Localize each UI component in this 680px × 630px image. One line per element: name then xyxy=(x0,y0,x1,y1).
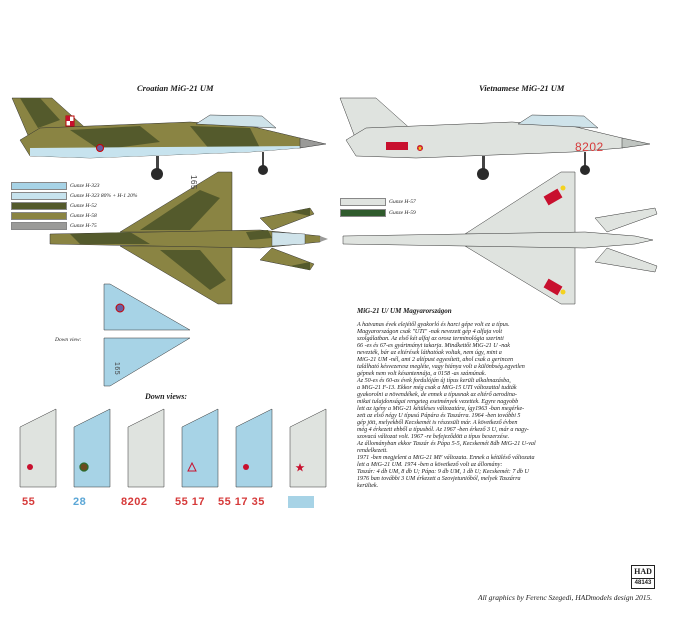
down-views-wings xyxy=(19,408,327,488)
swatch-label: Gunze H-323 80% + H-1 20% xyxy=(70,192,138,199)
article-line: gép jött, melyekből Kecskemét is részesü… xyxy=(357,420,518,426)
wing-view-1 xyxy=(19,408,57,488)
color-swatch xyxy=(11,191,67,200)
article-line: gyakorolni a növendékek, de ennek a típu… xyxy=(357,392,517,398)
vietnamese-title: Vietnamese MiG-21 UM xyxy=(479,83,565,93)
article-line: szolgálatban. Az első két alfaj az orosz… xyxy=(357,336,504,342)
swatch-row-croatian-3: Gunze H-52 xyxy=(11,201,97,210)
swatch-row-croatian-5: Gunze H-75 xyxy=(11,221,97,230)
down-view-number-4: 55 17 xyxy=(175,496,206,508)
swatch-label: Gunze H-58 xyxy=(70,212,97,219)
article-heading: MiG-21 U/ UM Magyarországon xyxy=(357,307,452,315)
down-view-label: Down view: xyxy=(55,337,82,343)
wing-view-2 xyxy=(73,408,111,488)
wing-view-6 xyxy=(289,408,327,488)
color-swatch xyxy=(340,197,386,206)
article-line: nevezték, bár az eltérések láthatóak vol… xyxy=(357,350,502,356)
logo-code: 48143 xyxy=(634,580,652,586)
down-view-number-3: 8202 xyxy=(121,496,148,508)
color-swatch xyxy=(11,201,67,210)
color-swatch xyxy=(11,211,67,220)
article-body: A hatvanas évek elejétől gyakorló és har… xyxy=(357,322,627,490)
down-view-wing xyxy=(103,283,191,387)
croatian-bottom-code: 165 xyxy=(113,362,120,376)
croatian-side-profile xyxy=(11,97,327,180)
croatian-title: Croatian MiG-21 UM xyxy=(137,83,214,93)
article-line: a MiG-21 F-13. Ekkor még csak a MiG-15 U… xyxy=(357,385,517,391)
article-line: mikai tulajdonságai rengeteg esetmények … xyxy=(357,399,519,405)
swatch-label: Gunze H-59 xyxy=(389,209,416,216)
swatch-row-vietnamese-1: Gunze H-57 xyxy=(340,197,416,206)
vietnamese-side-profile xyxy=(339,97,651,180)
croatian-top-code: 165 xyxy=(189,175,198,190)
down-views-title: Down views: xyxy=(145,392,187,401)
down-view-number-1: 55 xyxy=(22,496,36,508)
article-line: Az 50-es és 60-as évek fordulóján új típ… xyxy=(357,378,511,384)
swatch-label: Gunze H-75 xyxy=(70,222,97,229)
wing-view-4 xyxy=(181,408,219,488)
article-line: 1976 ban további 3 UM érkezett a Szovjet… xyxy=(357,476,521,482)
article-line: MiG-21 UM -nél, ami 2 altípust egyesítet… xyxy=(357,357,514,363)
swatch-row-croatian-2: Gunze H-323 80% + H-1 20% xyxy=(11,191,137,200)
swatch-row-croatian-1: Gunze H-323 xyxy=(11,181,99,190)
article-line: gépnek nem volt késantennája, a 0158 -as… xyxy=(357,371,487,377)
article-line: Magyarországon csak "UTI" -nak nevezett … xyxy=(357,329,503,335)
article-line: lett a MiG-21 UM. 1974 -ben a következő … xyxy=(357,462,503,468)
color-swatch xyxy=(11,181,67,190)
wing-view-5 xyxy=(235,408,273,488)
had-logo: HAD 48143 xyxy=(631,565,655,589)
croatian-top-view xyxy=(49,171,328,305)
color-swatch xyxy=(11,221,67,230)
swatch-label: Gunze H-323 xyxy=(70,182,100,189)
color-swatch xyxy=(340,208,386,217)
article-line: található késvezeresz meglétе, vagy hián… xyxy=(357,364,525,370)
article-line: zett az első négy U típusú Pápára és Tas… xyxy=(357,413,521,419)
article-line: szovacú változat volt. 1967 -re befejező… xyxy=(357,434,510,440)
article-line: 1971 -ben megjelent a MiG-21 MF változat… xyxy=(357,455,535,461)
swatch-row-croatian-4: Gunze H-58 xyxy=(11,211,97,220)
article-line: A hatvanas évek elejétől gyakorló és har… xyxy=(357,322,510,328)
swatch-label: Gunze H-57 xyxy=(389,198,416,205)
down-view-number-2: 28 xyxy=(73,496,87,508)
credit-line: All graphics by Ferenc Szegedi, HADmodel… xyxy=(478,593,653,602)
article-line: lett az igény a MiG-21 kétüléses változa… xyxy=(357,406,525,412)
article-line: kerültek. xyxy=(357,483,379,489)
down-view-number-5: 55 17 35 xyxy=(218,496,265,508)
article-line: Az állományban ekkor Taszár és Pápa 5-5,… xyxy=(357,441,536,447)
article-line: még 4 érkezett ebből a típusból. Az 1967… xyxy=(357,427,529,433)
down-view-number-6-panel xyxy=(288,496,314,508)
vietnamese-top-view xyxy=(342,171,658,305)
article-line: rendelkezett. xyxy=(357,448,388,454)
vietnamese-serial: 8202 xyxy=(575,140,604,154)
swatch-row-vietnamese-2: Gunze H-59 xyxy=(340,208,416,217)
article-line: Taszár: 4 db UM, 8 db U; Pápa: 9 db UM, … xyxy=(357,469,529,475)
article-line: 66 -es és 67-es gyártmányt takarja. Mind… xyxy=(357,343,510,349)
swatch-label: Gunze H-52 xyxy=(70,202,97,209)
logo-mark: HAD xyxy=(632,566,654,579)
wing-view-3 xyxy=(127,408,165,488)
